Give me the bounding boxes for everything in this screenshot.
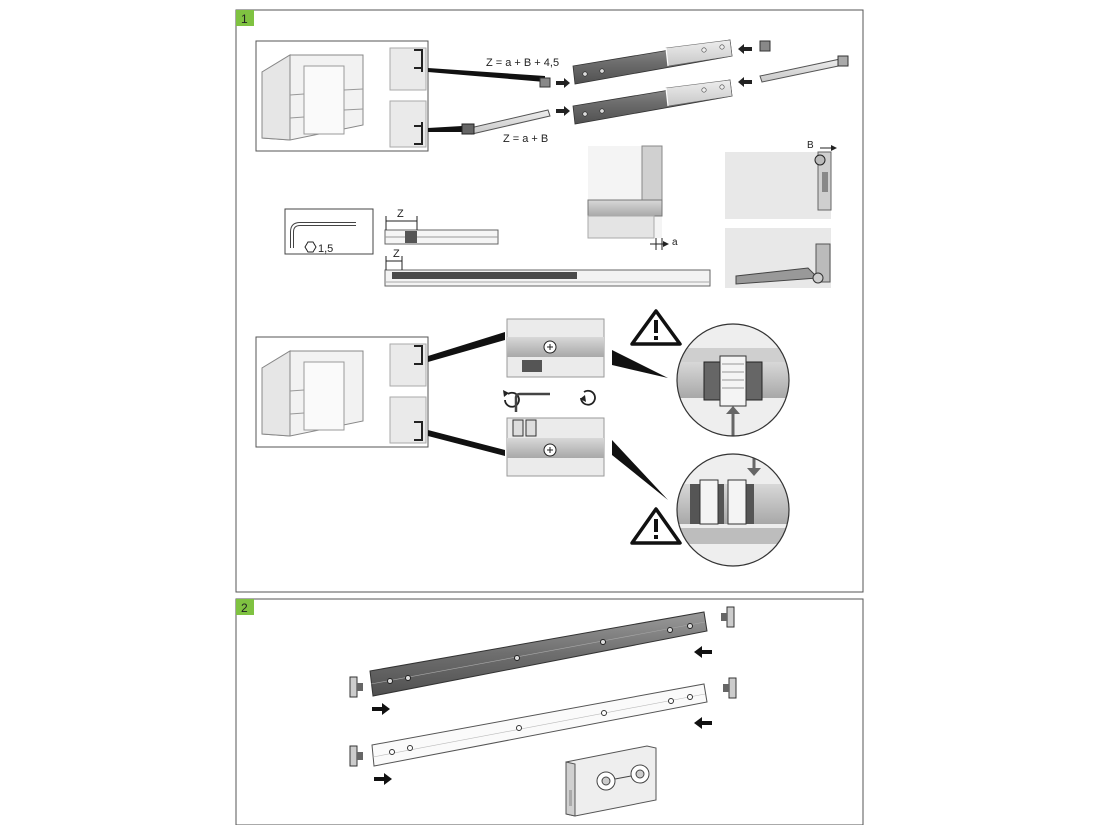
rotate-clockwise-icon [580,389,596,406]
label-a: a [672,237,678,248]
lower-rail [572,79,733,125]
light-rail [371,683,708,767]
formula-lower: Z = a + B [503,133,548,145]
profile-piece [565,745,657,817]
step-1-badge [236,10,254,26]
dark-rail [369,611,708,697]
hex-key-icon [514,392,550,412]
tool-hex-key: 1,5 [284,208,374,255]
pointer-wedge [428,430,505,456]
z-label-top: Z [397,208,404,220]
step-1-panel: 1 Z = a + B + 4,5 Z = a + B [235,9,864,593]
magnified-detail-2 [676,453,790,567]
arrow-icon [372,646,712,785]
pointer-wedge [428,126,462,132]
section-detail-c [725,228,831,288]
cabinet-overview-top [255,40,429,152]
cabinet-overview-bottom [255,336,429,448]
step-2-number: 2 [241,601,248,615]
pointer-wedge [428,68,545,82]
end-cap [349,606,737,767]
warning-icon [630,507,682,545]
section-detail-a: a [587,145,678,250]
adjust-detail-top [506,318,605,378]
pointer-wedge [612,440,668,500]
step-2-badge [236,599,254,615]
z-label-bottom: Z [393,248,400,260]
label-b: B [807,140,814,151]
arrow-icon [556,44,752,116]
hex-key-icon [304,241,317,253]
rotate-counterclockwise-icon [503,390,520,408]
adjust-detail-bottom [506,417,605,477]
warning-icon [630,309,682,346]
damper-bar [461,55,849,135]
step-1-number: 1 [241,12,248,26]
z-measure-long: Z [384,248,711,287]
end-cap [539,40,771,88]
step-2-panel: 2 [235,598,864,825]
formula-upper: Z = a + B + 4,5 [486,57,559,69]
magnified-detail-1 [676,323,790,437]
z-measure-short: Z [384,208,499,245]
pointer-wedge [612,350,668,378]
hex-key-size: 1,5 [318,243,333,255]
section-detail-b: B [725,140,837,219]
pointer-wedge [428,332,505,362]
upper-rail [572,39,733,85]
